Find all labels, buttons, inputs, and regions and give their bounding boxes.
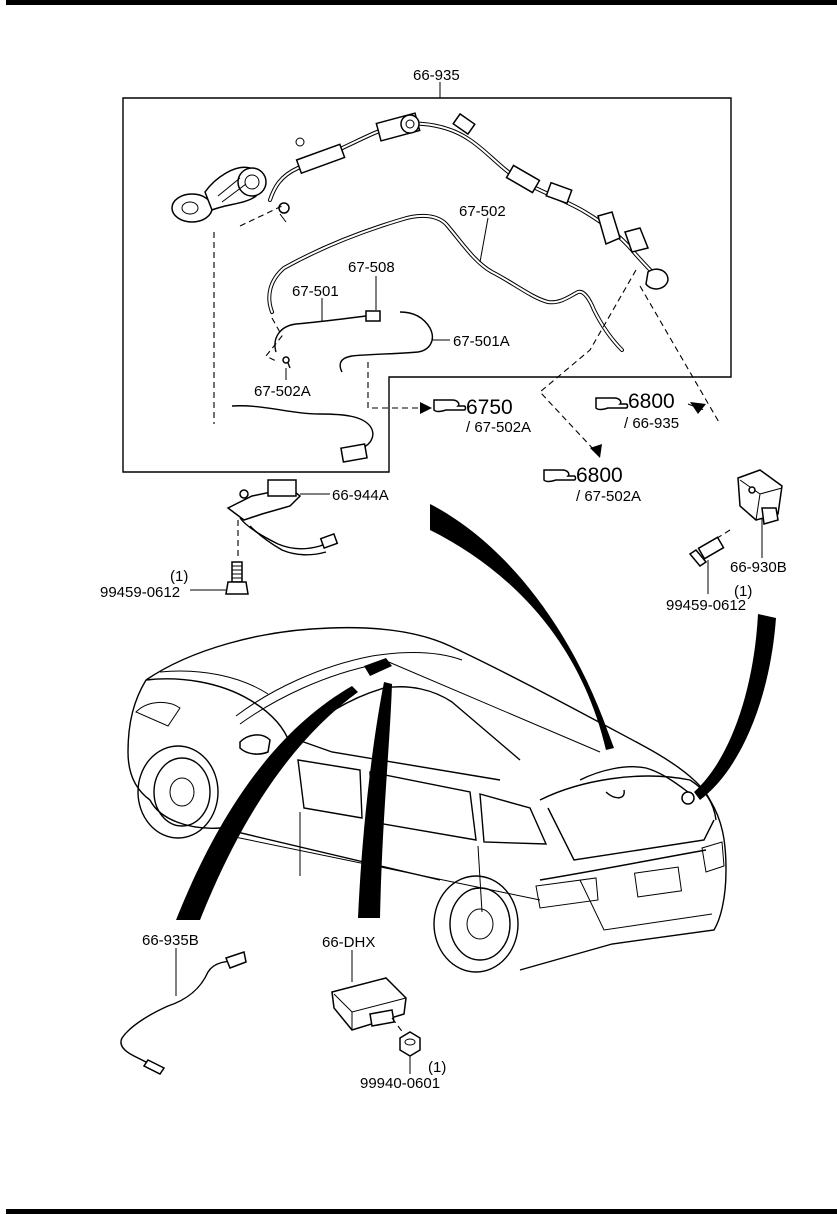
bolt-right-qty: (1) — [734, 583, 752, 600]
label-67-501: 67-501 — [292, 283, 339, 300]
bolt-right — [688, 536, 725, 567]
ref-6800-a-sub: / 66-935 — [624, 415, 679, 432]
vehicle-illustration — [127, 626, 727, 973]
label-66-935B: 66-935B — [142, 932, 199, 949]
antenna-harness — [268, 112, 669, 290]
feeder-67-501 — [274, 310, 381, 353]
label-66-930B: 66-930B — [730, 559, 787, 576]
nut — [399, 1031, 421, 1057]
unit-66-DHX — [331, 977, 407, 1031]
ref-6750-number: 6750 — [466, 396, 513, 419]
pointing-hand-icon — [595, 397, 629, 411]
bottom-border — [6, 1209, 837, 1214]
bolt-right-part: 99459-0612 — [666, 597, 746, 614]
antenna-base — [171, 166, 267, 223]
label-66-935: 66-935 — [413, 67, 460, 84]
pointing-hand-icon — [543, 469, 577, 483]
ref-6800-a-number: 6800 — [628, 390, 675, 413]
top-border — [6, 0, 837, 5]
label-66-DHX: 66-DHX — [322, 934, 375, 951]
ref-6800-b-sub: / 67-502A — [576, 488, 641, 505]
nut-qty: (1) — [428, 1059, 446, 1076]
bracket-66-944A — [226, 479, 339, 556]
pointing-hand-icon — [433, 399, 467, 413]
feeder-67-501A — [339, 311, 434, 373]
ref-6750-sub: / 67-502A — [466, 419, 531, 436]
bolt-left — [225, 561, 249, 595]
feeder-67-502 — [267, 213, 624, 352]
module-66-930B — [737, 469, 783, 525]
label-67-508: 67-508 — [348, 259, 395, 276]
feeder-67-502A — [231, 356, 374, 463]
label-67-501A: 67-501A — [453, 333, 510, 350]
label-67-502: 67-502 — [459, 203, 506, 220]
cable-66-935B — [120, 951, 247, 1075]
ref-6800-b-number: 6800 — [576, 464, 623, 487]
bolt-left-qty: (1) — [170, 568, 188, 585]
ref-6750: 6750 / 67-502A — [433, 396, 531, 436]
assembly-box — [122, 82, 732, 473]
ref-6800-b: 6800 / 67-502A — [543, 464, 641, 505]
bolt-left-part: 99459-0612 — [100, 584, 180, 601]
ref-6800-a: 6800 / 66-935 — [595, 390, 679, 432]
label-66-944A: 66-944A — [332, 487, 389, 504]
label-67-502A: 67-502A — [254, 383, 311, 400]
nut-part: 99940-0601 — [360, 1075, 440, 1092]
